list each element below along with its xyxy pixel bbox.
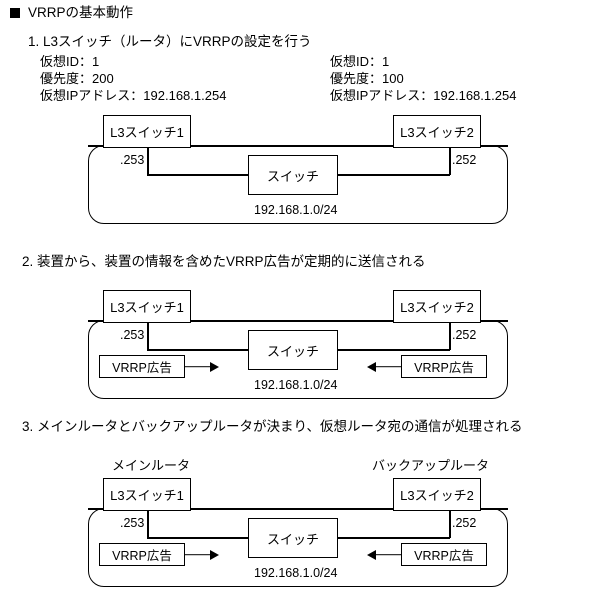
device-l3-switch-2-step3: L3スイッチ2: [393, 478, 481, 511]
lan-trunk-line-3: [88, 508, 508, 510]
vrrp-advert-box-right-3: VRRP広告: [401, 543, 487, 566]
device-switch-step2: スイッチ: [248, 330, 338, 370]
link-left-horizontal-1: [147, 174, 248, 176]
device-l3-switch-1-step2: L3スイッチ1: [103, 290, 191, 323]
vrrp-advert-box-right-2: VRRP広告: [401, 355, 487, 378]
spec-left-virtual-id: 仮想ID：1: [40, 54, 100, 69]
vrrp-advert-arrow-left-2: [367, 355, 401, 378]
spec-left-priority: 優先度：200: [40, 71, 114, 86]
lan-trunk-line-2: [88, 320, 508, 322]
spec-right-switch: 仮想ID：1 優先度：100 仮想IPアドレス：192.168.1.254: [330, 53, 516, 104]
iface-label-left-1: .253: [120, 153, 145, 167]
device-switch-step1: スイッチ: [248, 155, 338, 195]
link-left-vertical-3: [147, 511, 149, 538]
iface-label-left-2: .253: [120, 328, 145, 342]
subnet-label-1: 192.168.1.0/24: [254, 203, 338, 217]
vrrp-advert-arrow-right-2: [185, 355, 219, 378]
link-left-vertical-1: [147, 148, 149, 175]
link-right-horizontal-2: [338, 349, 450, 351]
link-right-vertical-2: [449, 323, 451, 350]
role-label-main-router: メインルータ: [112, 458, 191, 473]
iface-label-right-1: .252: [452, 153, 477, 167]
subnet-label-3: 192.168.1.0/24: [254, 566, 338, 580]
link-left-horizontal-2: [147, 349, 248, 351]
subnet-label-2: 192.168.1.0/24: [254, 378, 338, 392]
spec-left-switch: 仮想ID：1 優先度：200 仮想IPアドレス：192.168.1.254: [40, 53, 226, 104]
link-right-horizontal-3: [338, 537, 450, 539]
iface-label-left-3: .253: [120, 516, 145, 530]
step-3-heading: 3. メインルータとバックアップルータが決まり、仮想ルータ宛の通信が処理される: [22, 419, 523, 434]
device-switch-step3: スイッチ: [248, 518, 338, 558]
figure-title: VRRPの基本動作: [10, 6, 133, 20]
spec-left-virtual-ip: 仮想IPアドレス：192.168.1.254: [40, 88, 227, 103]
iface-label-right-2: .252: [452, 328, 477, 342]
lan-trunk-line-1: [88, 145, 508, 147]
link-right-horizontal-1: [338, 174, 450, 176]
filled-square-bullet-icon: [10, 7, 20, 18]
step-2-heading: 2. 装置から、装置の情報を含めたVRRP広告が定期的に送信される: [22, 254, 426, 269]
iface-label-right-3: .252: [452, 516, 477, 530]
spec-right-virtual-id: 仮想ID：1: [330, 54, 390, 69]
device-l3-switch-2-step2: L3スイッチ2: [393, 290, 481, 323]
role-label-backup-router: バックアップルータ: [372, 458, 490, 473]
spec-right-priority: 優先度：100: [330, 71, 404, 86]
spec-right-virtual-ip: 仮想IPアドレス：192.168.1.254: [330, 88, 517, 103]
vrrp-advert-arrow-left-3: [367, 543, 401, 566]
link-left-vertical-2: [147, 323, 149, 350]
link-right-vertical-1: [449, 148, 451, 175]
device-l3-switch-2-step1: L3スイッチ2: [393, 115, 481, 148]
link-right-vertical-3: [449, 511, 451, 538]
page-title: VRRPの基本動作: [28, 5, 134, 20]
device-l3-switch-1-step1: L3スイッチ1: [103, 115, 191, 148]
vrrp-advert-box-left-2: VRRP広告: [99, 355, 185, 378]
vrrp-advert-box-left-3: VRRP広告: [99, 543, 185, 566]
link-left-horizontal-3: [147, 537, 248, 539]
step-1-heading: 1. L3スイッチ（ルータ）にVRRPの設定を行う: [28, 34, 312, 49]
vrrp-advert-arrow-right-3: [185, 543, 219, 566]
device-l3-switch-1-step3: L3スイッチ1: [103, 478, 191, 511]
